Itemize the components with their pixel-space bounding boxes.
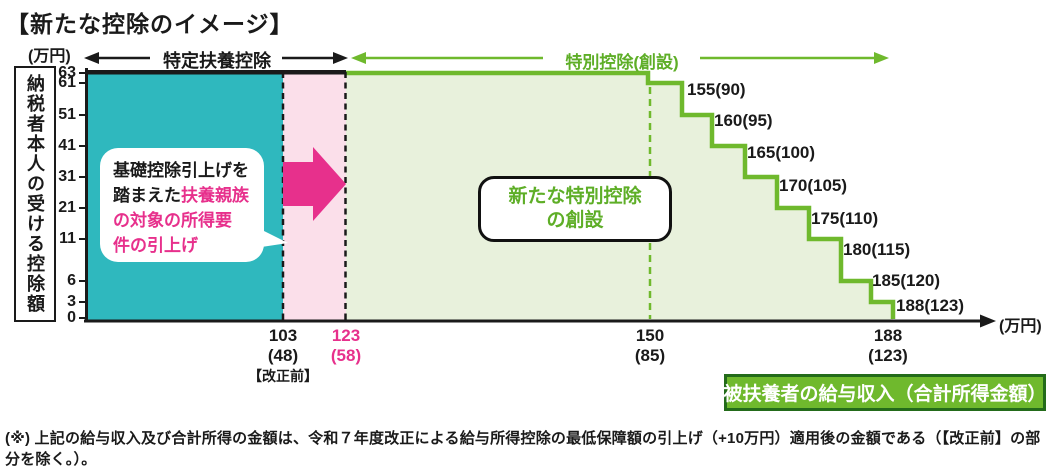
new-special-deduction-callout: 新たな特別控除 の創設	[478, 176, 672, 242]
x-axis-arrowhead	[980, 314, 996, 328]
y-tick-marks	[79, 72, 86, 319]
income-requirement-callout: 基礎控除引上げを 踏まえた扶養親族 の対象の所得要 件の引上げ	[100, 148, 264, 262]
y-tick-3: 3	[67, 293, 76, 310]
x-axis-banner: 被扶養者の給与収入（合計所得金額）	[724, 374, 1047, 411]
step-label-155: 155(90)	[687, 80, 746, 99]
green-range-arrow	[351, 52, 889, 64]
step-label-165: 165(100)	[747, 143, 816, 162]
step-label-185: 185(120)	[872, 271, 941, 290]
x-unit-label: (万円)	[999, 318, 1042, 335]
black-range-arrow	[84, 52, 348, 64]
y-tick-11: 11	[59, 230, 76, 247]
y-tick-51: 51	[58, 106, 76, 123]
step-line	[346, 70, 896, 319]
x-label-123: 123 (58)	[330, 326, 362, 365]
footnote: (※) 上記の給与収入及び合計所得の金額は、令和７年度改正による給与所得控除の最…	[5, 430, 1041, 468]
x-label-150: 150 (85)	[634, 326, 666, 365]
x-label-103: 103 (48) 【改正前】	[248, 326, 318, 384]
black-range-arrow-label: 特定扶養控除	[163, 51, 271, 71]
y-tick-31: 31	[58, 168, 76, 185]
y-tick-41: 41	[58, 137, 76, 154]
x-label-188: 188 (123)	[868, 326, 908, 365]
y-tick-21: 21	[58, 199, 76, 216]
y-tick-6: 6	[67, 272, 76, 289]
y-axis-caption-box: 納税者本人の受ける控除額	[14, 66, 56, 322]
top-border	[86, 70, 346, 75]
step-label-160: 160(95)	[714, 111, 773, 130]
y-tick-63: 63	[58, 64, 76, 81]
page-title: 【新たな控除のイメージ】	[6, 11, 294, 37]
y-unit-label: (万円)	[28, 48, 71, 65]
step-label-180: 180(115)	[843, 240, 911, 259]
green-range-arrow-label: 特別控除(創設)	[565, 53, 679, 72]
step-label-170: 170(105)	[779, 176, 848, 195]
step-label-175: 175(110)	[811, 209, 879, 228]
magenta-arrow-icon	[283, 147, 346, 221]
y-tick-61: 61	[58, 74, 76, 91]
step-label-188: 188(123)	[896, 296, 965, 315]
y-tick-0: 0	[67, 309, 76, 326]
